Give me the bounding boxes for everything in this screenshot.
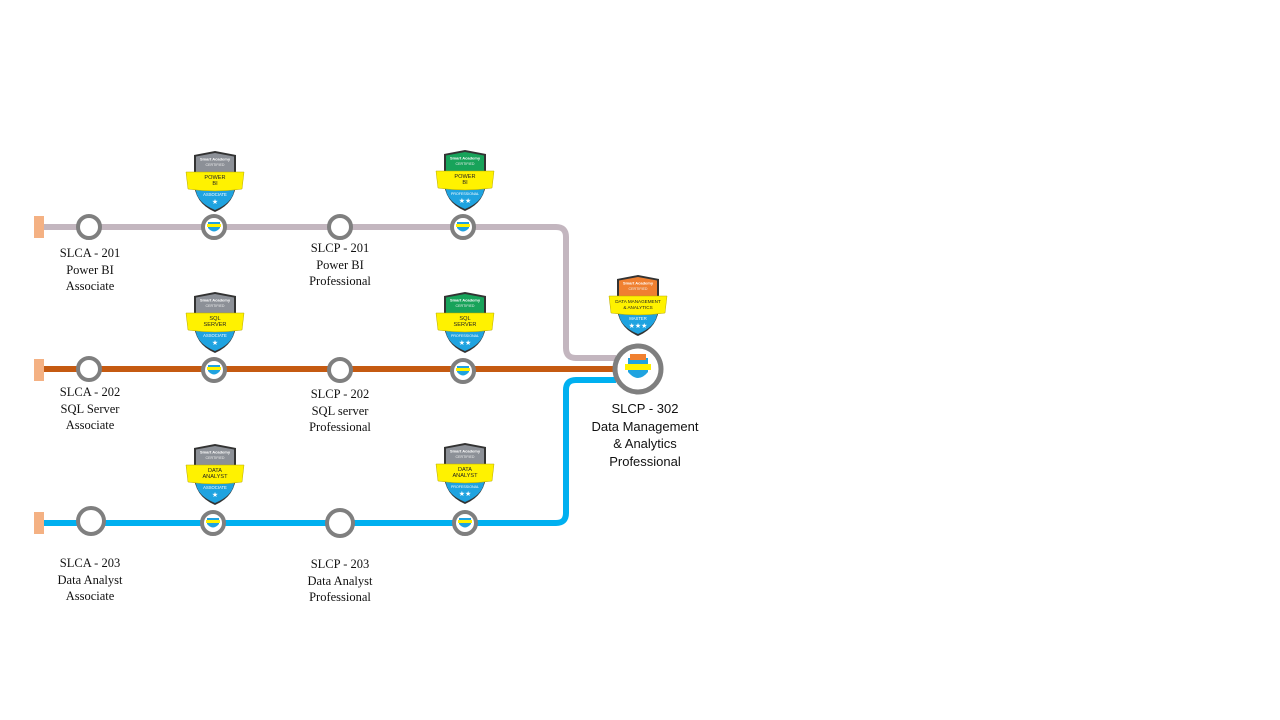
svg-text:PROFESSIONAL: PROFESSIONAL xyxy=(451,334,479,338)
svg-text:Smart Academy: Smart Academy xyxy=(450,298,481,303)
station-power-bi-professional-badge-ribbon xyxy=(456,224,470,227)
svg-text:CERTIFIED: CERTIFIED xyxy=(206,163,225,167)
svg-text:DATA: DATA xyxy=(208,468,222,474)
shield-badge-icon: Smart Academy CERTIFIED DATA ANALYST ASS… xyxy=(185,444,245,505)
station-slca-203 xyxy=(76,506,106,536)
svg-text:★★: ★★ xyxy=(459,490,472,498)
shield-badge-icon: Smart Academy CERTIFIED SQL SERVER PROFE… xyxy=(435,292,495,353)
station-sql-server-associate-badge-ribbon xyxy=(207,367,221,370)
svg-text:ASSOCIATE: ASSOCIATE xyxy=(203,485,227,490)
svg-text:CERTIFIED: CERTIFIED xyxy=(629,287,648,291)
svg-text:BI: BI xyxy=(212,181,218,187)
svg-text:CERTIFIED: CERTIFIED xyxy=(456,304,475,308)
svg-text:BI: BI xyxy=(462,180,468,186)
svg-text:ASSOCIATE: ASSOCIATE xyxy=(203,192,227,197)
station-data-analyst-associate-badge-ribbon xyxy=(206,520,220,523)
station-slcp-302-top xyxy=(630,354,646,360)
svg-text:SQL: SQL xyxy=(459,316,470,322)
station-slca-202 xyxy=(76,356,102,382)
svg-text:CERTIFIED: CERTIFIED xyxy=(206,304,225,308)
svg-text:PROFESSIONAL: PROFESSIONAL xyxy=(451,485,479,489)
svg-text:★: ★ xyxy=(212,491,218,499)
svg-text:SERVER: SERVER xyxy=(204,322,227,328)
track-line-power-bi xyxy=(44,224,616,361)
shield-badge-icon: Smart Academy CERTIFIED DATA MANAGEMENT … xyxy=(608,275,668,336)
shield-badge-icon: Smart Academy CERTIFIED POWER BI ASSOCIA… xyxy=(185,151,245,212)
shield-badge-icon: Smart Academy CERTIFIED DATA ANALYST PRO… xyxy=(435,443,495,504)
svg-text:PROFESSIONAL: PROFESSIONAL xyxy=(451,192,479,196)
station-sql-server-professional-badge-ribbon xyxy=(456,368,470,371)
badge-data-analyst-associate: Smart Academy CERTIFIED DATA ANALYST ASS… xyxy=(184,444,246,506)
svg-text:Smart Academy: Smart Academy xyxy=(623,281,654,286)
svg-text:DATA MANAGEMENT: DATA MANAGEMENT xyxy=(615,299,661,304)
station-data-analyst-professional-badge-ribbon xyxy=(458,520,472,523)
station-slcp-201 xyxy=(327,214,353,240)
svg-text:Smart Academy: Smart Academy xyxy=(450,156,481,161)
svg-text:POWER: POWER xyxy=(204,175,225,181)
svg-text:★★: ★★ xyxy=(459,339,472,347)
track-start-cap-power-bi xyxy=(34,216,44,238)
svg-text:★: ★ xyxy=(212,339,218,347)
station-slcp-302-ribbon xyxy=(625,364,651,370)
svg-text:★★★: ★★★ xyxy=(629,322,648,330)
svg-text:SQL: SQL xyxy=(209,316,220,322)
svg-text:Smart Academy: Smart Academy xyxy=(200,298,231,303)
badge-data-analyst-professional: Smart Academy CERTIFIED DATA ANALYST PRO… xyxy=(434,443,496,505)
badge-data-management-master: Smart Academy CERTIFIED DATA MANAGEMENT … xyxy=(607,275,669,337)
svg-text:ASSOCIATE: ASSOCIATE xyxy=(203,333,227,338)
badge-sql-server-associate: Smart Academy CERTIFIED SQL SERVER ASSOC… xyxy=(184,292,246,354)
station-slcp-202 xyxy=(327,357,353,383)
svg-text:& ANALYTICS: & ANALYTICS xyxy=(623,305,652,310)
svg-text:CERTIFIED: CERTIFIED xyxy=(206,456,225,460)
svg-text:POWER: POWER xyxy=(454,174,475,180)
shield-badge-icon: Smart Academy CERTIFIED POWER BI PROFESS… xyxy=(435,150,495,211)
track-start-cap-data-analyst xyxy=(34,512,44,534)
svg-text:Smart Academy: Smart Academy xyxy=(450,449,481,454)
svg-text:CERTIFIED: CERTIFIED xyxy=(456,455,475,459)
svg-text:MASTER: MASTER xyxy=(629,316,646,321)
svg-text:ANALYST: ANALYST xyxy=(452,473,478,479)
svg-text:SERVER: SERVER xyxy=(454,322,477,328)
badge-power-bi-associate: Smart Academy CERTIFIED POWER BI ASSOCIA… xyxy=(184,151,246,213)
svg-text:Smart Academy: Smart Academy xyxy=(200,450,231,455)
svg-text:ANALYST: ANALYST xyxy=(202,474,228,480)
track-line-data-analyst xyxy=(44,377,616,526)
badge-sql-server-professional: Smart Academy CERTIFIED SQL SERVER PROFE… xyxy=(434,292,496,354)
svg-text:Smart Academy: Smart Academy xyxy=(200,157,231,162)
station-power-bi-associate-badge-ribbon xyxy=(207,224,221,227)
svg-text:CERTIFIED: CERTIFIED xyxy=(456,162,475,166)
track-start-cap-sql-server xyxy=(34,359,44,381)
station-slca-201 xyxy=(76,214,102,240)
svg-text:★★: ★★ xyxy=(459,197,472,205)
station-slcp-203 xyxy=(325,508,355,538)
shield-badge-icon: Smart Academy CERTIFIED SQL SERVER ASSOC… xyxy=(185,292,245,353)
svg-text:DATA: DATA xyxy=(458,467,472,473)
svg-text:★: ★ xyxy=(212,198,218,206)
badge-power-bi-professional: Smart Academy CERTIFIED POWER BI PROFESS… xyxy=(434,150,496,212)
